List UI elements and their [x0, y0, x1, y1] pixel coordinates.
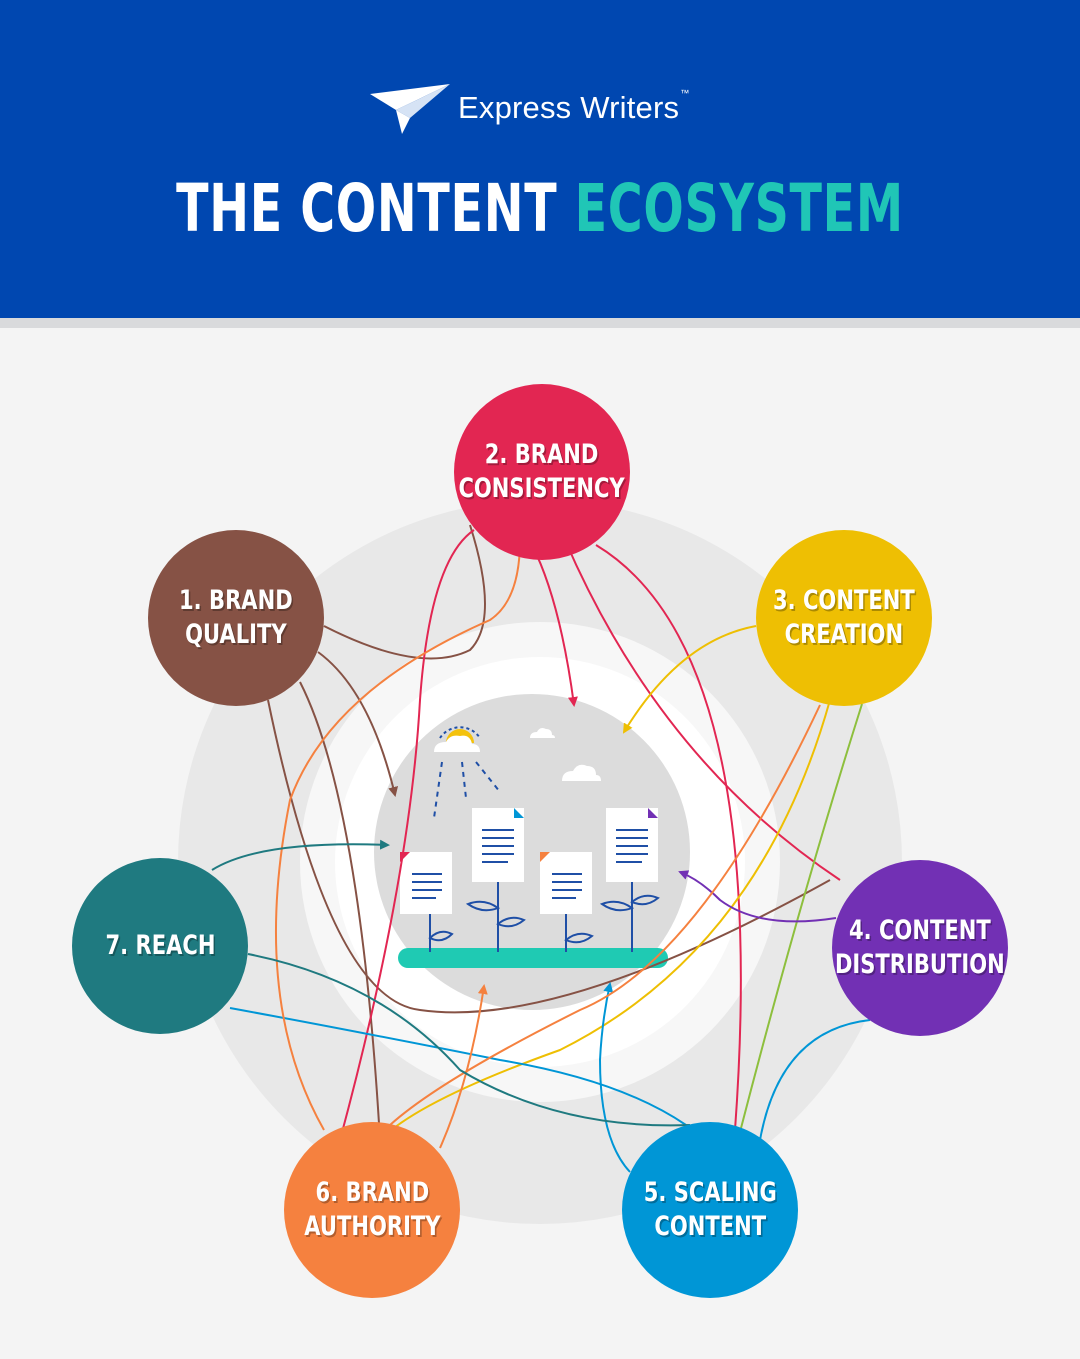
node-label: 6. BRAND AUTHORITY [303, 1177, 441, 1242]
brand-consistency-to-authority [339, 529, 475, 1141]
node-content-creation[interactable]: 3. CONTENT CREATION [756, 530, 932, 706]
node-brand-quality[interactable]: 1. BRAND QUALITY [148, 530, 324, 706]
content-creation-to-scaling [739, 703, 863, 1133]
header-banner: Express Writers ™ THE CONTENT ECOSYSTEM [0, 0, 1080, 318]
ground-bar [398, 948, 668, 968]
documents [400, 808, 658, 914]
document-plant-icon [428, 880, 660, 952]
header-divider [0, 318, 1080, 328]
node-label: 5. SCALING CONTENT [643, 1177, 777, 1242]
title-part-1: THE CONTENT [176, 170, 558, 247]
node-label: 2. BRAND CONSISTENCY [458, 439, 626, 504]
node-label: 1. BRAND QUALITY [179, 585, 293, 650]
page-title: THE CONTENT ECOSYSTEM [151, 170, 929, 247]
trademark-mark: ™ [680, 88, 690, 98]
node-content-distribution[interactable]: 4. CONTENT DISTRIBUTION [832, 860, 1008, 1036]
paper-plane-logo-icon [370, 84, 450, 134]
brand-authority-to-consistency [275, 539, 521, 1131]
node-label: 7. REACH [105, 930, 215, 961]
brand-consistency-to-distribution [564, 539, 841, 881]
brand-quality-to-authority [299, 681, 381, 1141]
brand-quality-to-consistency [323, 524, 486, 660]
scaling-content-to-reach [229, 1007, 687, 1126]
sun-cloud-icon [433, 726, 501, 819]
brand-authority-to-creation [389, 704, 821, 1126]
node-label: 3. CONTENT CREATION [773, 585, 915, 650]
brand-quality-arrow [317, 651, 399, 797]
brand-quality-to-distribution [267, 699, 831, 1014]
node-brand-authority[interactable]: 6. BRAND AUTHORITY [284, 1122, 460, 1298]
node-scaling-content[interactable]: 5. SCALING CONTENT [622, 1122, 798, 1298]
scaling-content-arrow [598, 982, 631, 1173]
title-part-2: ECOSYSTEM [574, 170, 904, 247]
cloud-icon [530, 728, 601, 781]
node-brand-consistency[interactable]: 2. BRAND CONSISTENCY [454, 384, 630, 560]
brand-logo[interactable]: Express Writers ™ [368, 78, 689, 138]
content-creation-arrow [622, 625, 757, 734]
center-circle [374, 694, 690, 1010]
brand-consistency-to-scaling [595, 544, 742, 1131]
node-reach[interactable]: 7. REACH [72, 858, 248, 1034]
brand-name: Express Writers [458, 90, 680, 125]
node-label: 4. CONTENT DISTRIBUTION [835, 915, 1005, 980]
content-distribution-arrow [678, 870, 837, 923]
content-distribution-to-scaling [759, 1019, 871, 1141]
reach-arrow [211, 839, 390, 871]
reach-to-scaling [247, 953, 691, 1127]
